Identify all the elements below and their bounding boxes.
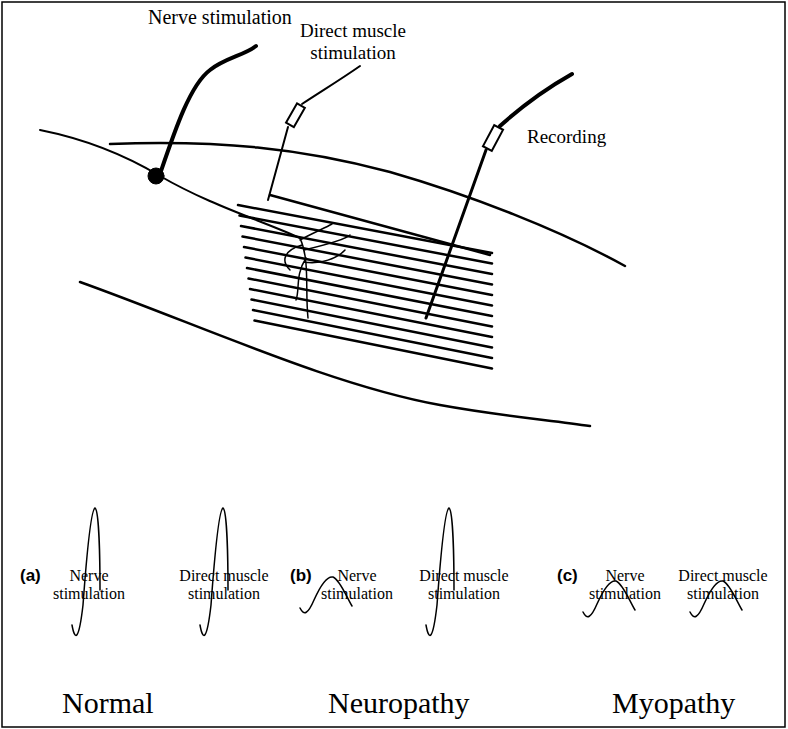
condition-label: Neuropathy: [328, 686, 470, 721]
muscle-fiber: [249, 279, 493, 327]
recording-electrode-body: [483, 125, 503, 151]
recording-needle: [426, 150, 486, 318]
muscle-fiber: [244, 247, 492, 295]
muscle-electrode-needle: [268, 127, 288, 200]
muscle-fiber: [250, 289, 492, 337]
trace-caption: Nerve stimulation: [48, 567, 130, 604]
nerve-branches: [285, 224, 350, 318]
condition-label: Myopathy: [612, 686, 735, 721]
muscle-fiber: [253, 310, 492, 358]
trace-caption: Nerve stimulation: [316, 567, 398, 604]
muscle-upper-edge: [110, 143, 625, 266]
trace-caption: Direct muscle stimulation: [165, 567, 283, 604]
muscle-fibers: [238, 205, 492, 369]
trace-caption: Direct muscle stimulation: [405, 567, 523, 604]
muscle-lower-edge: [80, 282, 590, 426]
recording-wire: [500, 74, 572, 126]
panel-letter: (a): [20, 566, 41, 586]
panel-letter: (b): [290, 566, 312, 586]
direct-stimulation-label: Direct muscle stimulation: [268, 20, 438, 64]
nerve-stimulation-wire: [160, 46, 256, 174]
muscle-fiber: [247, 268, 492, 316]
muscle-stimulation-wire: [302, 66, 360, 104]
nerve-stimulation-label: Nerve stimulation: [148, 6, 292, 29]
muscle-electrode-body: [286, 103, 305, 127]
condition-label: Normal: [62, 686, 154, 721]
muscle-fiber: [246, 258, 493, 306]
muscle-fiber: [238, 205, 492, 253]
muscle-fiber: [252, 300, 493, 348]
waveforms: [72, 508, 742, 635]
recording-label: Recording: [527, 126, 606, 148]
nerve-electrode: [148, 168, 164, 184]
muscle-fiber: [241, 226, 492, 274]
panel-letter: (c): [557, 566, 578, 586]
muscle-fiber: [255, 321, 493, 369]
muscle-fiber: [243, 237, 493, 285]
trace-caption: Nerve stimulation: [584, 567, 666, 604]
trace-caption: Direct muscle stimulation: [664, 567, 782, 604]
